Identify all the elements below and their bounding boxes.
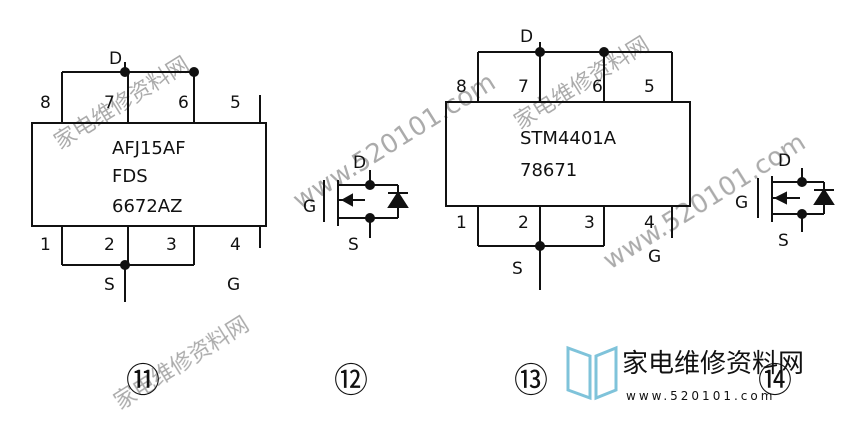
diode-icon [813,188,835,205]
gate-label: G [303,197,316,217]
gate-label: G [227,275,240,295]
drain-label: D [353,153,366,173]
source-label: S [778,231,789,251]
watermark-url: www.520101.com [598,127,811,276]
pin-label: 2 [104,235,115,255]
arrow-icon [340,193,353,207]
figure-12-labels: D G S ⑫ [303,153,368,401]
drain-label: D [778,151,791,171]
book-icon [594,345,618,401]
pin-label: 6 [178,93,189,113]
part-line: FDS [112,166,148,187]
pin-label: 4 [644,213,655,233]
watermark-logo-url: www.520101.com [626,389,775,403]
drain-label: D [109,49,122,69]
chip-body [445,101,691,207]
source-label: S [104,275,115,295]
figure-14 [757,168,835,232]
book-icon [566,345,592,401]
watermark-logo-text: 家电维修资料网 [622,349,804,379]
figure-11-labels: D 8 7 6 5 AFJ15AF FDS 6672AZ 1 2 3 4 S G… [40,49,241,401]
pin-label: 7 [104,93,115,113]
pin-label: 7 [518,77,529,97]
part-line: 6672AZ [112,196,182,217]
figure-14-labels: D G S ⑭ [735,151,792,401]
figure-number: ⑫ [334,361,368,401]
figure-11 [31,62,267,302]
figure-12 [323,170,409,238]
watermark-text: 家电维修资料网 [510,32,654,135]
pin-label: 1 [40,235,51,255]
pin-label: 1 [456,213,467,233]
gate-label: G [735,193,748,213]
pin-label: 6 [592,77,603,97]
figure-13-labels: D 8 7 6 5 STM4401A 78671 1 2 3 4 S G ⑬ [456,27,661,401]
part-line: STM4401A [520,128,617,149]
arrow-icon [773,191,787,205]
pin-label: 8 [456,77,467,97]
diode-icon [387,191,409,208]
drain-label: D [520,27,533,47]
pin-label: 3 [584,213,595,233]
pin-label: 5 [230,93,241,113]
figure-number: ⑬ [514,361,548,401]
gate-label: G [648,247,661,267]
figure-number: ⑪ [126,361,160,401]
figure-13 [445,42,691,290]
pin-label: 5 [644,77,655,97]
source-label: S [512,259,523,279]
watermark-logo: 家电维修资料网 www.520101.com [566,345,804,403]
source-label: S [348,235,359,255]
pin-label: 2 [518,213,529,233]
pin-label: 4 [230,235,241,255]
part-line: 78671 [520,160,577,181]
part-line: AFJ15AF [112,138,186,159]
pin-label: 3 [166,235,177,255]
chip-body [31,122,267,227]
pin-label: 8 [40,93,51,113]
figure-number: ⑭ [758,361,792,401]
